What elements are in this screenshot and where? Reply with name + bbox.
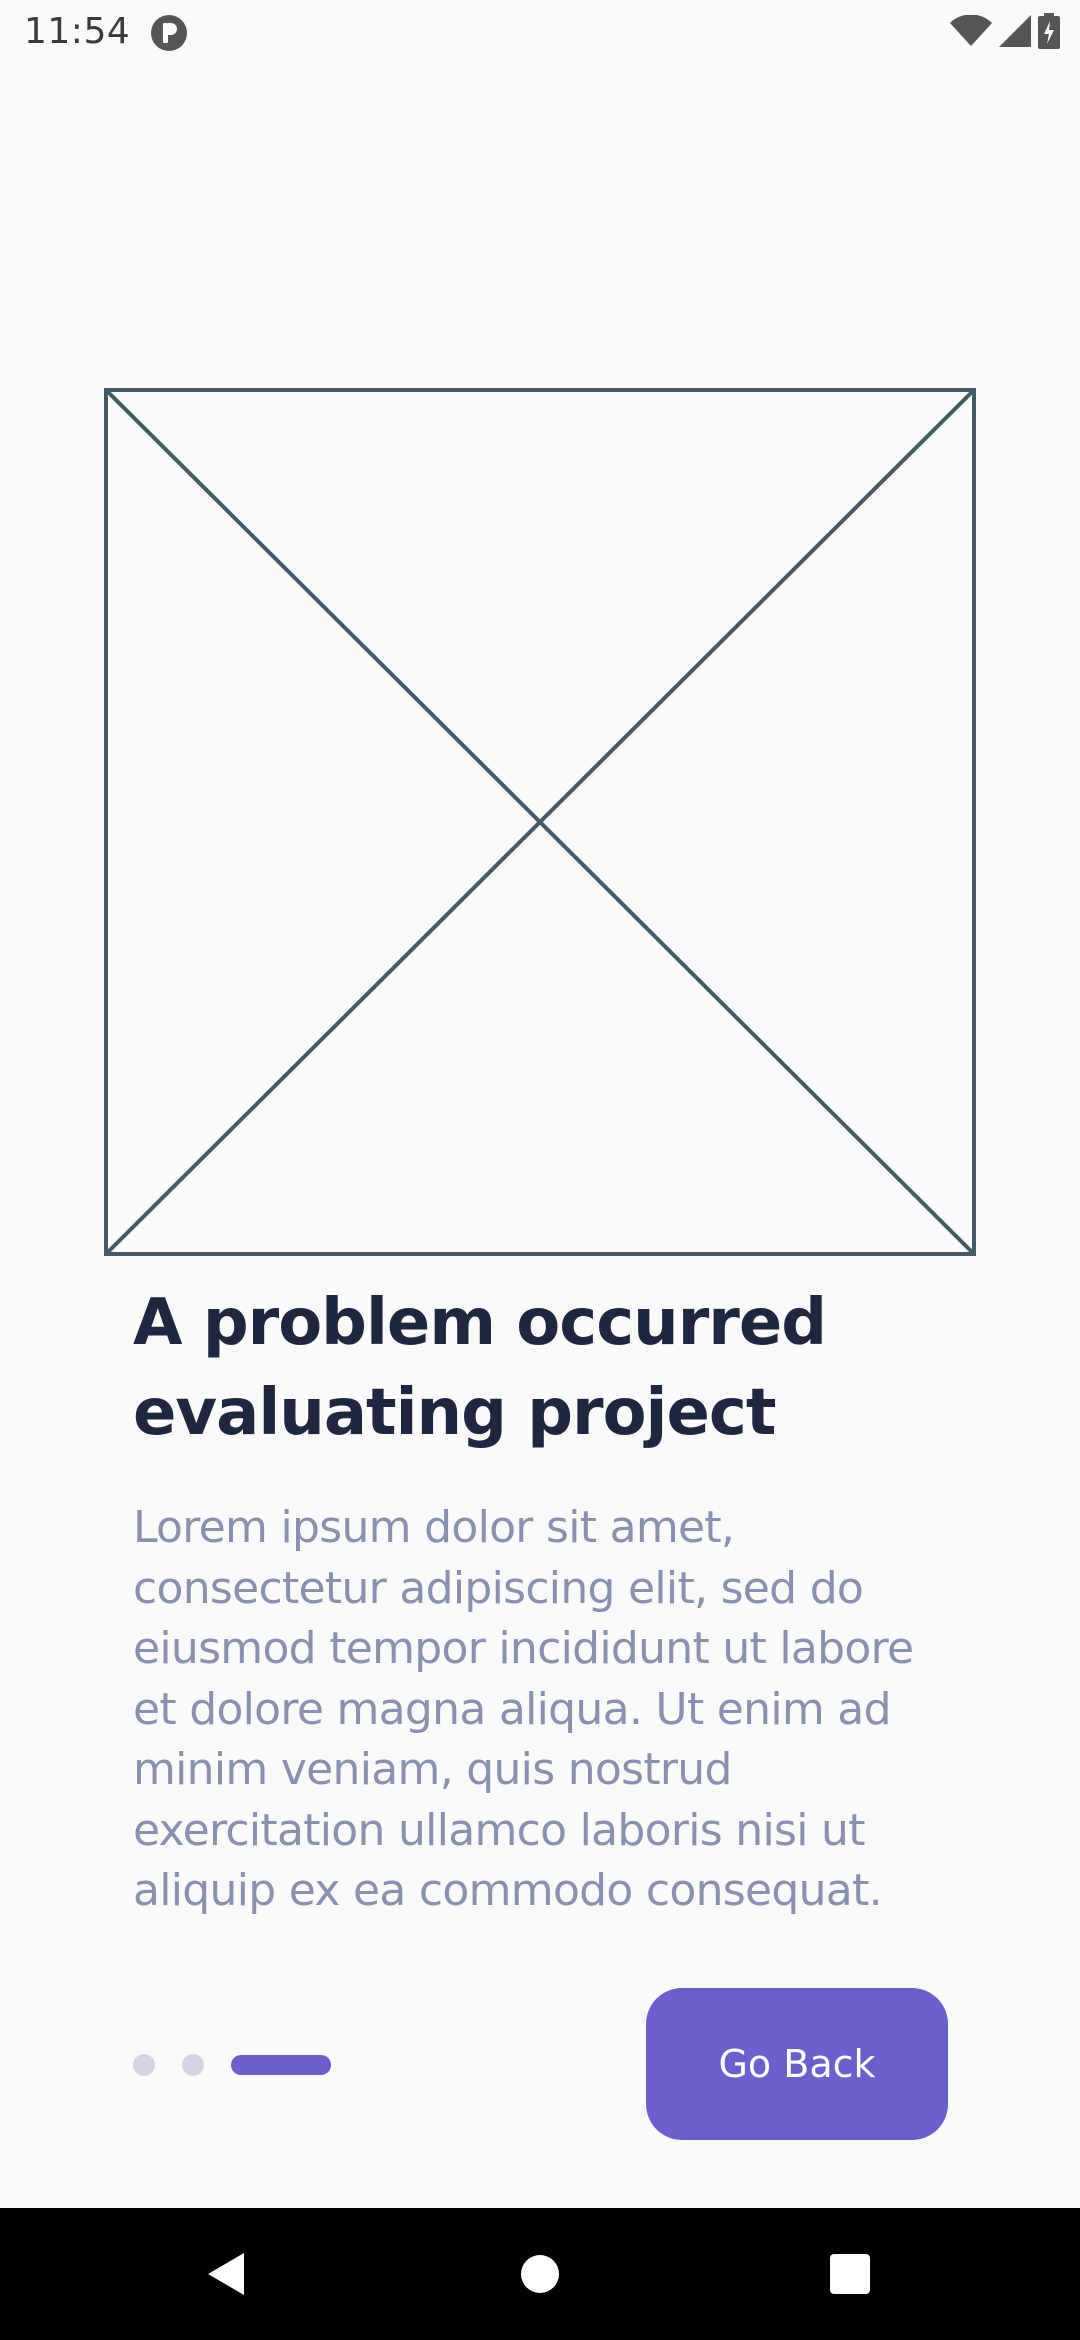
status-bar: 11:54 bbox=[0, 0, 1080, 66]
body-line: consectetur adipiscing elit, sed do bbox=[133, 1562, 864, 1614]
status-icons bbox=[950, 12, 1060, 54]
page-dot-1 bbox=[133, 2054, 155, 2076]
page-dot-3-active bbox=[231, 2055, 331, 2075]
home-icon[interactable] bbox=[480, 2208, 600, 2340]
wifi-icon bbox=[950, 13, 992, 52]
cell-signal-icon bbox=[998, 14, 1032, 53]
status-time: 11:54 bbox=[24, 11, 131, 52]
body-line: Lorem ipsum dolor sit amet, bbox=[133, 1502, 735, 1553]
page-indicator bbox=[133, 2054, 331, 2076]
go-back-button[interactable]: Go Back bbox=[646, 1988, 948, 2140]
body-line: exercitation ullamco laboris nisi ut bbox=[133, 1804, 865, 1856]
title-line: A problem occurred bbox=[133, 1286, 827, 1360]
page-title: A problem occurred evaluating project bbox=[133, 1278, 953, 1458]
image-placeholder-icon bbox=[104, 388, 976, 1256]
page-dot-2 bbox=[182, 2054, 204, 2076]
title-line: evaluating project bbox=[133, 1376, 776, 1450]
body-text: Lorem ipsum dolor sit amet, consectetur … bbox=[133, 1498, 973, 1922]
back-icon[interactable] bbox=[166, 2208, 286, 2340]
battery-charging-icon bbox=[1038, 12, 1060, 54]
app-notification-icon bbox=[150, 14, 188, 52]
body-line: minim veniam, quis nostrud bbox=[133, 1744, 732, 1795]
body-line: et dolore magna aliqua. Ut enim ad bbox=[133, 1683, 892, 1735]
recents-icon[interactable] bbox=[790, 2208, 910, 2340]
body-line: eiusmod tempor incididunt ut labore bbox=[133, 1623, 914, 1674]
body-line: aliquip ex ea commodo consequat. bbox=[133, 1865, 883, 1916]
navigation-bar bbox=[0, 2208, 1080, 2340]
